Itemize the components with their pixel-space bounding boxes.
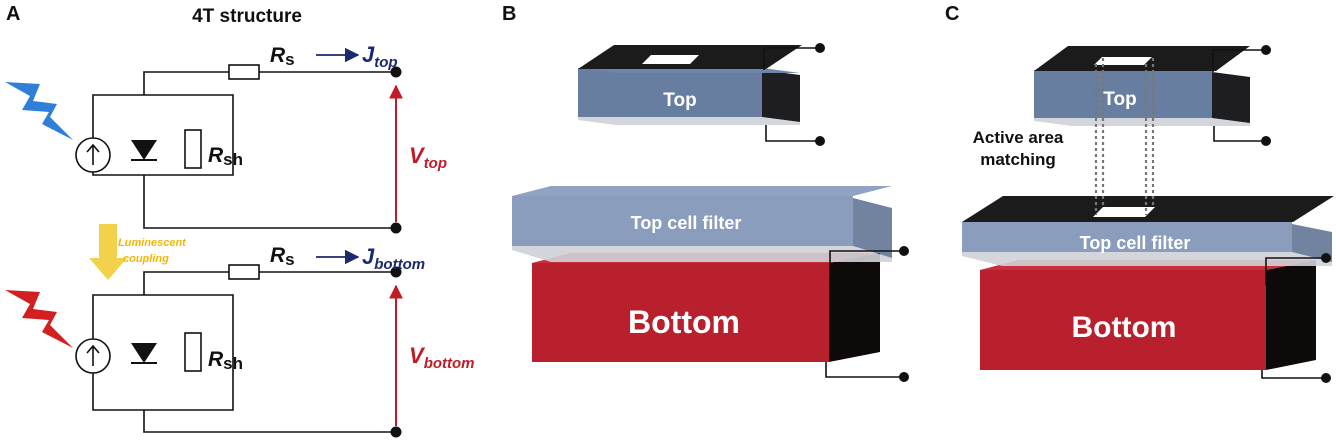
bottom-cell-circuit (75, 264, 402, 438)
top-lead-upper-terminal-c (1261, 45, 1271, 55)
terminal-top-positive (390, 66, 402, 78)
top-lead-upper-terminal (815, 43, 825, 53)
top-lead-lower-c (1213, 126, 1266, 142)
top-electrode (578, 45, 802, 69)
luminescent-label-line1: Luminescent (118, 237, 187, 249)
voltage-label-bottom: Vbottom (409, 343, 475, 372)
red-lightning-icon (5, 290, 73, 348)
bottom-cell-label: Bottom (628, 304, 740, 340)
bottom-lead-lower-c (1261, 370, 1326, 379)
panel-label-c: C (945, 3, 959, 25)
panel-c: C Top Top (945, 3, 1334, 383)
current-label-top: Jtop (362, 42, 398, 71)
active-area-guides (1094, 58, 1155, 215)
rs-label-bottom: Rs (270, 244, 295, 269)
bottom-lead-upper-terminal-c (1321, 253, 1331, 263)
top-lead-upper-c (1212, 49, 1266, 72)
diode-bottom (131, 343, 157, 363)
top-lead-upper (763, 47, 820, 70)
voltage-label-top: Vtop (409, 143, 447, 172)
top-cell-filter-label-c: Top cell filter (1080, 233, 1191, 253)
top-cell-filter-block (512, 186, 892, 262)
terminal-bottom-negative (390, 426, 402, 438)
luminescent-coupling-arrow-icon (89, 224, 127, 280)
active-area-label-line1: Active area (973, 128, 1064, 147)
circuit-title: 4T structure (192, 6, 302, 27)
top-lead-lower-terminal (815, 136, 825, 146)
panel-label-a: A (6, 3, 20, 25)
top-lead-lower (765, 125, 820, 142)
bottom-lead-lower (825, 362, 904, 378)
luminescent-label-line2: coupling (123, 253, 169, 265)
top-cell-label: Top (663, 90, 696, 111)
rsh-label-bottom: Rsh (208, 348, 243, 373)
panel-a: A 4T structure Luminescent coupling Rs R… (5, 3, 475, 438)
bottom-lead-upper (829, 250, 904, 276)
top-cell-label-c: Top (1103, 89, 1136, 110)
series-resistor-bottom (228, 264, 260, 280)
series-resistor-top (228, 64, 260, 80)
bottom-lead-upper-c (1265, 257, 1326, 285)
bottom-cell-label-c: Bottom (1072, 311, 1177, 344)
top-cell-block (578, 68, 800, 125)
active-area-label-line2: matching (980, 150, 1056, 169)
top-cell-circuit (75, 64, 402, 234)
shunt-resistor-bottom (184, 332, 202, 372)
bottom-lead-lower-terminal-c (1321, 373, 1331, 383)
bottom-lead-lower-terminal (899, 372, 909, 382)
top-electrode-c (1034, 46, 1250, 71)
top-cell-filter-label: Top cell filter (631, 213, 742, 233)
panel-label-b: B (502, 3, 516, 25)
top-lead-lower-terminal-c (1261, 136, 1271, 146)
rsh-label-top: Rsh (208, 144, 243, 169)
top-cell-block-c (1034, 70, 1250, 126)
rs-label-top: Rs (270, 44, 295, 69)
blue-lightning-icon (5, 82, 73, 140)
diode-top (131, 140, 157, 160)
bottom-lead-upper-terminal (899, 246, 909, 256)
panel-b: B Top Top cell filter (502, 3, 909, 382)
terminal-top-negative (390, 222, 402, 234)
filter-electrode-c (962, 196, 1334, 222)
top-cell-filter-block-c (962, 222, 1332, 266)
shunt-resistor-top (184, 129, 202, 169)
terminal-bottom-positive (390, 266, 402, 278)
current-label-bottom: Jbottom (362, 244, 425, 273)
